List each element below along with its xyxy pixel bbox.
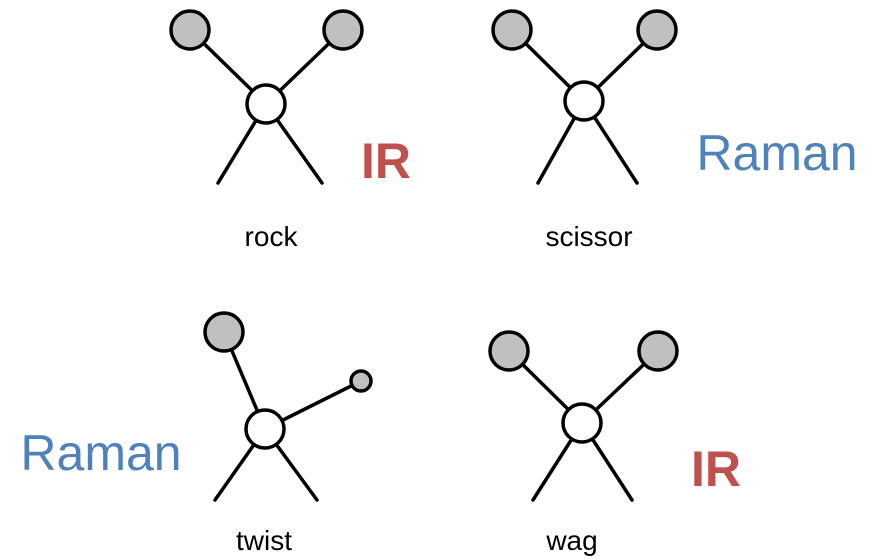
outer-atom-left (488, 330, 530, 372)
outer-atom-right (637, 330, 679, 372)
caption-rock: rock (245, 221, 299, 252)
caption-scissor: scissor (545, 221, 632, 252)
outer-atom-upper (203, 311, 245, 353)
activity-label-twist: Raman (20, 425, 181, 481)
outer-atom-right (322, 9, 364, 51)
center-atom (245, 83, 287, 125)
activity-label-scissor: Raman (696, 125, 857, 181)
mode-rock: IR rock (169, 9, 411, 252)
center-atom (563, 80, 605, 122)
outer-atom-right (636, 9, 678, 51)
mode-twist: Raman twist (20, 311, 373, 556)
mode-wag: IR wag (488, 330, 741, 556)
activity-label-wag: IR (691, 441, 741, 497)
activity-label-rock: IR (361, 133, 411, 189)
outer-atom-back (349, 369, 373, 393)
caption-twist: twist (236, 525, 292, 556)
outer-atom-left (169, 9, 211, 51)
mode-scissor: Raman scissor (491, 9, 858, 252)
caption-wag: wag (545, 525, 597, 556)
center-atom (244, 408, 286, 450)
center-atom (561, 402, 603, 444)
outer-atom-left (491, 9, 533, 51)
